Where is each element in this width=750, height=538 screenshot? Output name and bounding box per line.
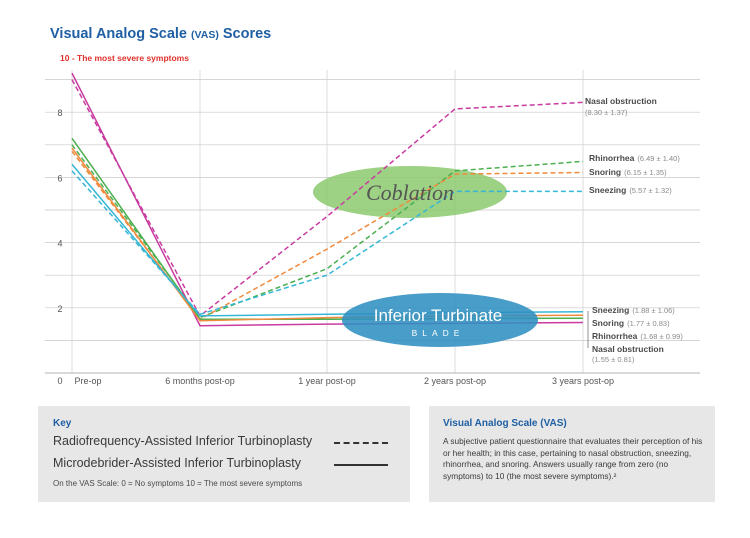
end-label-blade: Sneezing(1.88 ± 1.06) xyxy=(592,305,675,315)
series-line-nasal-obstruction-coblation xyxy=(71,79,584,318)
series-line-rhinorrhea-blade xyxy=(71,137,584,320)
series-line-snoring-coblation xyxy=(71,150,584,321)
end-stat-nasal-obstruction-coblation: (8.30 ± 1.37) xyxy=(585,108,628,117)
y-tick-label: 2 xyxy=(57,304,62,314)
end-label-blade: Snoring(1.77 ± 0.83) xyxy=(592,318,670,328)
end-label-name: Snoring xyxy=(589,167,621,177)
y-tick-label: 6 xyxy=(57,173,62,183)
end-label-stat: (1.88 ± 1.06) xyxy=(632,306,675,315)
y-tick-label: 0 xyxy=(57,376,62,386)
end-label-name: Sneezing xyxy=(592,305,629,315)
end-stat-nasal-obstruction-blade: (1.55 ± 0.81) xyxy=(592,355,635,364)
end-label-blade: Rhinorrhea(1.68 ± 0.99) xyxy=(592,331,683,341)
end-label-stat: (6.49 ± 1.40) xyxy=(637,154,680,163)
end-label-name: Sneezing xyxy=(589,185,626,195)
end-label-coblation: Snoring(6.15 ± 1.35) xyxy=(589,167,667,177)
vas-heading: Visual Analog Scale (VAS) xyxy=(443,418,567,429)
y-tick-label: 4 xyxy=(57,239,62,249)
vas-definition-panel: Visual Analog Scale (VAS) A subjective p… xyxy=(429,406,715,502)
chart-subtitle: 10 - The most severe symptoms xyxy=(60,53,189,63)
chart-title: Visual Analog Scale (VAS) Scores xyxy=(50,26,271,42)
end-label-name: Snoring xyxy=(592,318,624,328)
x-tick-label: 2 years post-op xyxy=(424,376,486,386)
end-label-name: Rhinorrhea xyxy=(592,331,638,341)
title-end: Scores xyxy=(222,26,272,42)
end-label-coblation: Rhinorrhea(6.49 ± 1.40) xyxy=(589,153,680,163)
blade-label: BLADE xyxy=(412,328,465,338)
x-tick-label: 6 months post-op xyxy=(165,376,235,386)
key-heading: Key xyxy=(53,418,72,429)
coblation-ellipse xyxy=(313,166,507,218)
series-line-rhinorrhea-coblation xyxy=(71,144,584,319)
end-label-stat: (1.77 ± 0.83) xyxy=(627,319,670,328)
key-panel: Key Radiofrequency-Assisted Inferior Tur… xyxy=(38,406,410,502)
vas-description: A subjective patient questionnaire that … xyxy=(443,436,703,481)
title-abbr: (VAS) xyxy=(191,29,219,41)
coblation-label: Coblation xyxy=(366,180,454,205)
end-label-nasal-obstruction-blade: Nasal obstruction xyxy=(592,344,664,354)
title-main: Visual Analog Scale xyxy=(50,26,187,42)
end-label-stat: (5.57 ± 1.32) xyxy=(629,186,672,195)
end-label-nasal-obstruction-coblation: Nasal obstruction xyxy=(585,96,657,106)
y-tick-label: 8 xyxy=(57,108,62,118)
x-tick-label: 3 years post-op xyxy=(552,376,614,386)
end-label-stat: (6.15 ± 1.35) xyxy=(624,168,667,177)
end-label-stat: (1.68 ± 0.99) xyxy=(640,332,683,341)
inferior-turbinate-ellipse xyxy=(342,293,538,347)
key-dashed-line-sample xyxy=(334,442,388,444)
inferior-turbinate-label: Inferior Turbinate xyxy=(374,306,503,325)
key-scale-note: On the VAS Scale: 0 = No symptoms 10 = T… xyxy=(53,479,303,488)
end-label-name: Rhinorrhea xyxy=(589,153,635,163)
key-radiofrequency-label: Radiofrequency-Assisted Inferior Turbino… xyxy=(53,434,313,448)
x-tick-label: Pre-op xyxy=(74,376,101,386)
key-microdebrider-label: Microdebrider-Assisted Inferior Turbinop… xyxy=(53,456,302,470)
key-solid-line-sample xyxy=(334,464,388,466)
end-label-coblation: Sneezing(5.57 ± 1.32) xyxy=(589,185,672,195)
x-tick-label: 1 year post-op xyxy=(298,376,356,386)
